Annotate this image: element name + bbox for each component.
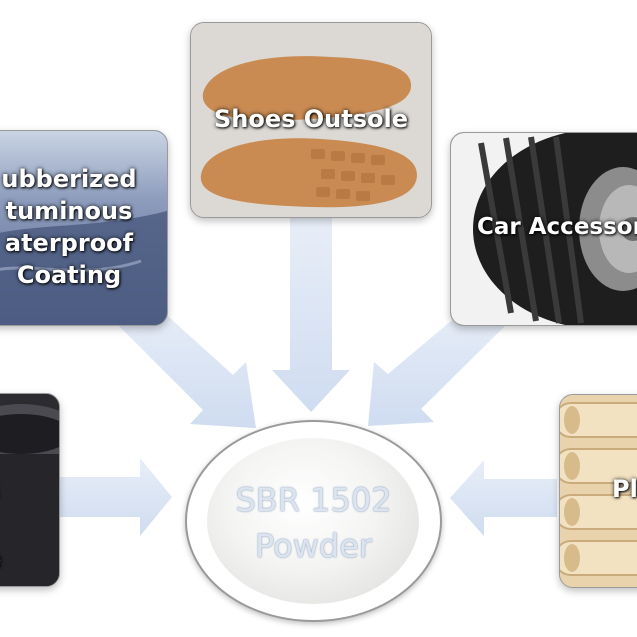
arrow-from-shoes xyxy=(272,218,350,412)
card-car-accessories: Car Accessori xyxy=(450,132,637,326)
coating-image xyxy=(0,131,167,325)
plastic-label: Pla xyxy=(612,475,637,503)
card-bitumen-coating: ubberized tuminous aterproof Coating xyxy=(0,130,168,326)
arrow-from-roof xyxy=(60,458,172,536)
coating-label-line-2: tuminous xyxy=(5,197,133,225)
arrow-from-car xyxy=(368,300,506,426)
card-plastic: Pla xyxy=(559,394,637,588)
car-accessories-label: Car Accessori xyxy=(477,214,637,240)
plastic-pipes-image xyxy=(560,395,637,587)
coating-label-line-1: ubberized xyxy=(1,165,137,193)
arrow-from-plastic xyxy=(450,460,557,536)
coating-label-line-3: aterproof xyxy=(4,229,134,257)
card-shoes-outsole: Shoes Outsole xyxy=(190,22,432,218)
coating-label-line-4: Coating xyxy=(16,261,122,289)
roofing-label: s f e xyxy=(0,474,1,576)
arrow-from-bitumen xyxy=(118,300,256,428)
roofing-image xyxy=(0,394,59,586)
powder-image xyxy=(207,438,419,604)
card-roofing: s f e xyxy=(0,393,60,587)
sbr-powder-center: SBR 1502 Powder xyxy=(185,420,442,622)
tire-image xyxy=(451,133,637,325)
center-subtitle: Powder xyxy=(254,527,373,565)
roofing-label-line-2: f xyxy=(0,508,1,542)
center-title: SBR 1502 xyxy=(235,481,392,519)
roofing-label-line-3: e xyxy=(0,542,1,576)
shoes-outsole-label: Shoes Outsole xyxy=(213,105,408,133)
coating-label: ubberized tuminous aterproof Coating xyxy=(0,163,167,291)
shoe-sole-image xyxy=(191,23,431,217)
roofing-label-line-1: s xyxy=(0,474,1,508)
